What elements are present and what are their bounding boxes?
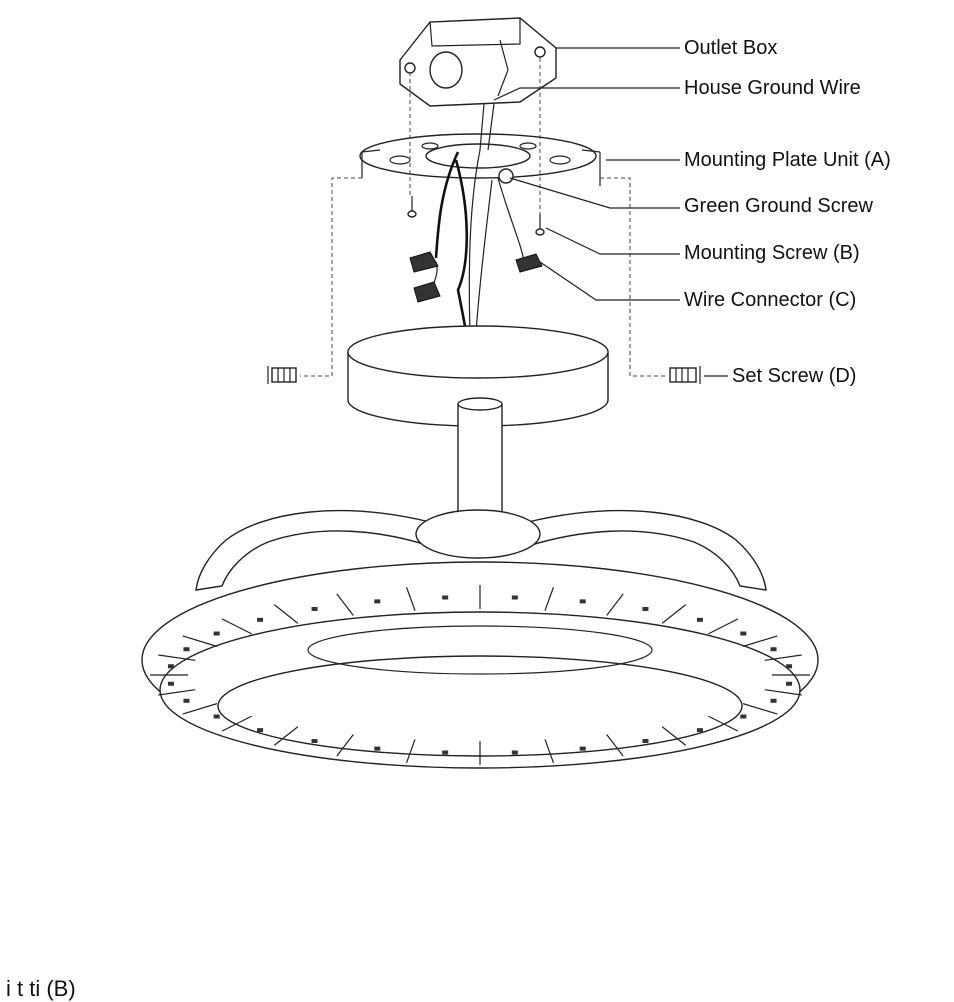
crystal-clip bbox=[167, 681, 174, 686]
ring-panel-edge bbox=[544, 587, 554, 611]
crystal-clip bbox=[642, 606, 649, 611]
crystal-clip bbox=[167, 664, 174, 669]
canopy bbox=[347, 325, 609, 427]
crystal-clip bbox=[374, 599, 381, 604]
alignment-guides bbox=[300, 58, 668, 377]
set-screw-label: Set Screw (D) bbox=[732, 365, 857, 387]
mounting-screw-label: Mounting Screw (B) bbox=[684, 242, 860, 264]
crystal-clip bbox=[257, 728, 264, 733]
ring-panel-edge bbox=[661, 604, 687, 624]
set-screws bbox=[267, 366, 701, 384]
mounting-plate-label: Mounting Plate Unit (A) bbox=[684, 149, 891, 171]
crystal-clip bbox=[183, 698, 190, 703]
ring-panel-edge bbox=[764, 689, 802, 696]
wires bbox=[429, 103, 525, 333]
ring-panel-edge bbox=[544, 739, 554, 763]
ring-panel-edge bbox=[221, 715, 252, 732]
ring-panel-edge bbox=[606, 734, 624, 757]
ring-panel-edge bbox=[182, 703, 218, 715]
wire-connectors bbox=[409, 251, 543, 303]
crystal-clip bbox=[511, 750, 518, 755]
crystal-clip bbox=[374, 746, 381, 751]
green-ground-screw-label: Green Ground Screw bbox=[684, 195, 873, 217]
wire-connector-label: Wire Connector (C) bbox=[684, 289, 857, 311]
ring-panel-edge bbox=[764, 654, 802, 661]
ring-panel-edge bbox=[406, 587, 416, 611]
crystal-clip bbox=[740, 631, 747, 636]
crystal-clip bbox=[311, 739, 318, 744]
ring-panel-edge bbox=[273, 604, 299, 624]
crystal-clip bbox=[442, 595, 449, 600]
ring-panel-edge bbox=[336, 734, 354, 757]
outlet-box bbox=[399, 17, 557, 107]
arms bbox=[195, 509, 767, 591]
ring-panel-edge bbox=[406, 739, 416, 763]
crystal-clip bbox=[579, 599, 586, 604]
crystal-clip bbox=[213, 631, 220, 636]
crystal-clip bbox=[183, 647, 190, 652]
crystal-clip bbox=[213, 714, 220, 719]
crystal-clip bbox=[511, 595, 518, 600]
ring-panel-edge bbox=[661, 726, 687, 746]
crystal-clip bbox=[696, 617, 703, 622]
crystal-clip bbox=[642, 739, 649, 744]
crystal-clip bbox=[579, 746, 586, 751]
crystal-clip bbox=[442, 750, 449, 755]
crystal-clip bbox=[311, 606, 318, 611]
crystal-clip bbox=[740, 714, 747, 719]
ring-panel-edge bbox=[742, 635, 778, 647]
crystal-clip bbox=[696, 728, 703, 733]
mounting-plate bbox=[359, 133, 601, 186]
ring-panel-edge bbox=[606, 593, 624, 616]
caption-fragment: i t ti (B) bbox=[6, 976, 76, 1001]
outlet-box-label: Outlet Box bbox=[684, 37, 778, 59]
ring-panel-edge bbox=[221, 618, 252, 635]
crystal-clip bbox=[786, 681, 793, 686]
ring-panel-edge bbox=[158, 689, 196, 696]
ring-panel-edge bbox=[273, 726, 299, 746]
ring-panel-edge bbox=[158, 654, 196, 661]
crystal-clip bbox=[786, 664, 793, 669]
ring-panel-edge bbox=[708, 618, 739, 635]
ring-panel-edge bbox=[182, 635, 218, 647]
ring-panel-edge bbox=[742, 703, 778, 715]
house-ground-wire-label: House Ground Wire bbox=[684, 77, 861, 99]
ring-panel-edge bbox=[708, 715, 739, 732]
ring-panel-edge bbox=[336, 593, 354, 616]
crystal-clip bbox=[770, 647, 777, 652]
stem bbox=[457, 397, 503, 513]
mounting-screws bbox=[407, 196, 545, 236]
crystal-clip bbox=[257, 617, 264, 622]
crystal-clip bbox=[770, 698, 777, 703]
leader-lines bbox=[493, 47, 728, 377]
crystal-ring bbox=[141, 561, 819, 769]
